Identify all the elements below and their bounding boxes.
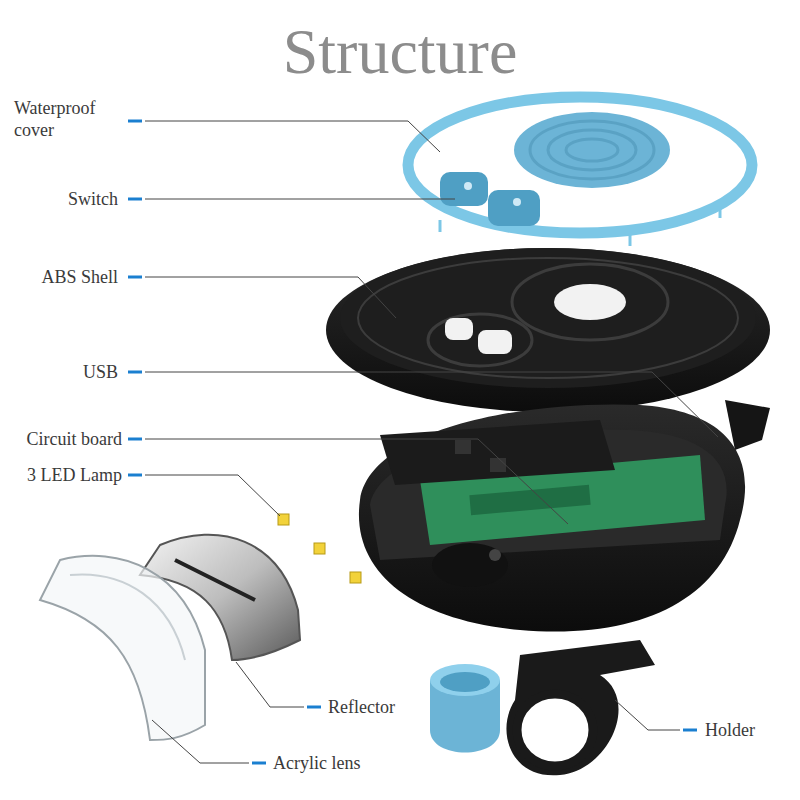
part-label: Circuit board (27, 428, 122, 450)
holder (430, 640, 655, 775)
part-label: Waterproof cover (14, 97, 124, 141)
part-label: Acrylic lens (273, 752, 360, 774)
led-lamps (278, 514, 361, 583)
page-title: Structure (0, 14, 800, 90)
part-label: Holder (705, 719, 755, 741)
acrylic-lens (40, 556, 205, 740)
leader-lines (145, 121, 718, 763)
waterproof-cover (408, 97, 752, 246)
part-label: Switch (68, 188, 118, 210)
abs-shell (326, 248, 770, 412)
usb-flap (725, 400, 770, 450)
part-label: Reflector (328, 696, 395, 718)
part-label: 3 LED Lamp (27, 464, 122, 486)
label-ticks (128, 121, 697, 763)
part-label: ABS Shell (41, 266, 118, 288)
part-label: USB (83, 361, 118, 383)
